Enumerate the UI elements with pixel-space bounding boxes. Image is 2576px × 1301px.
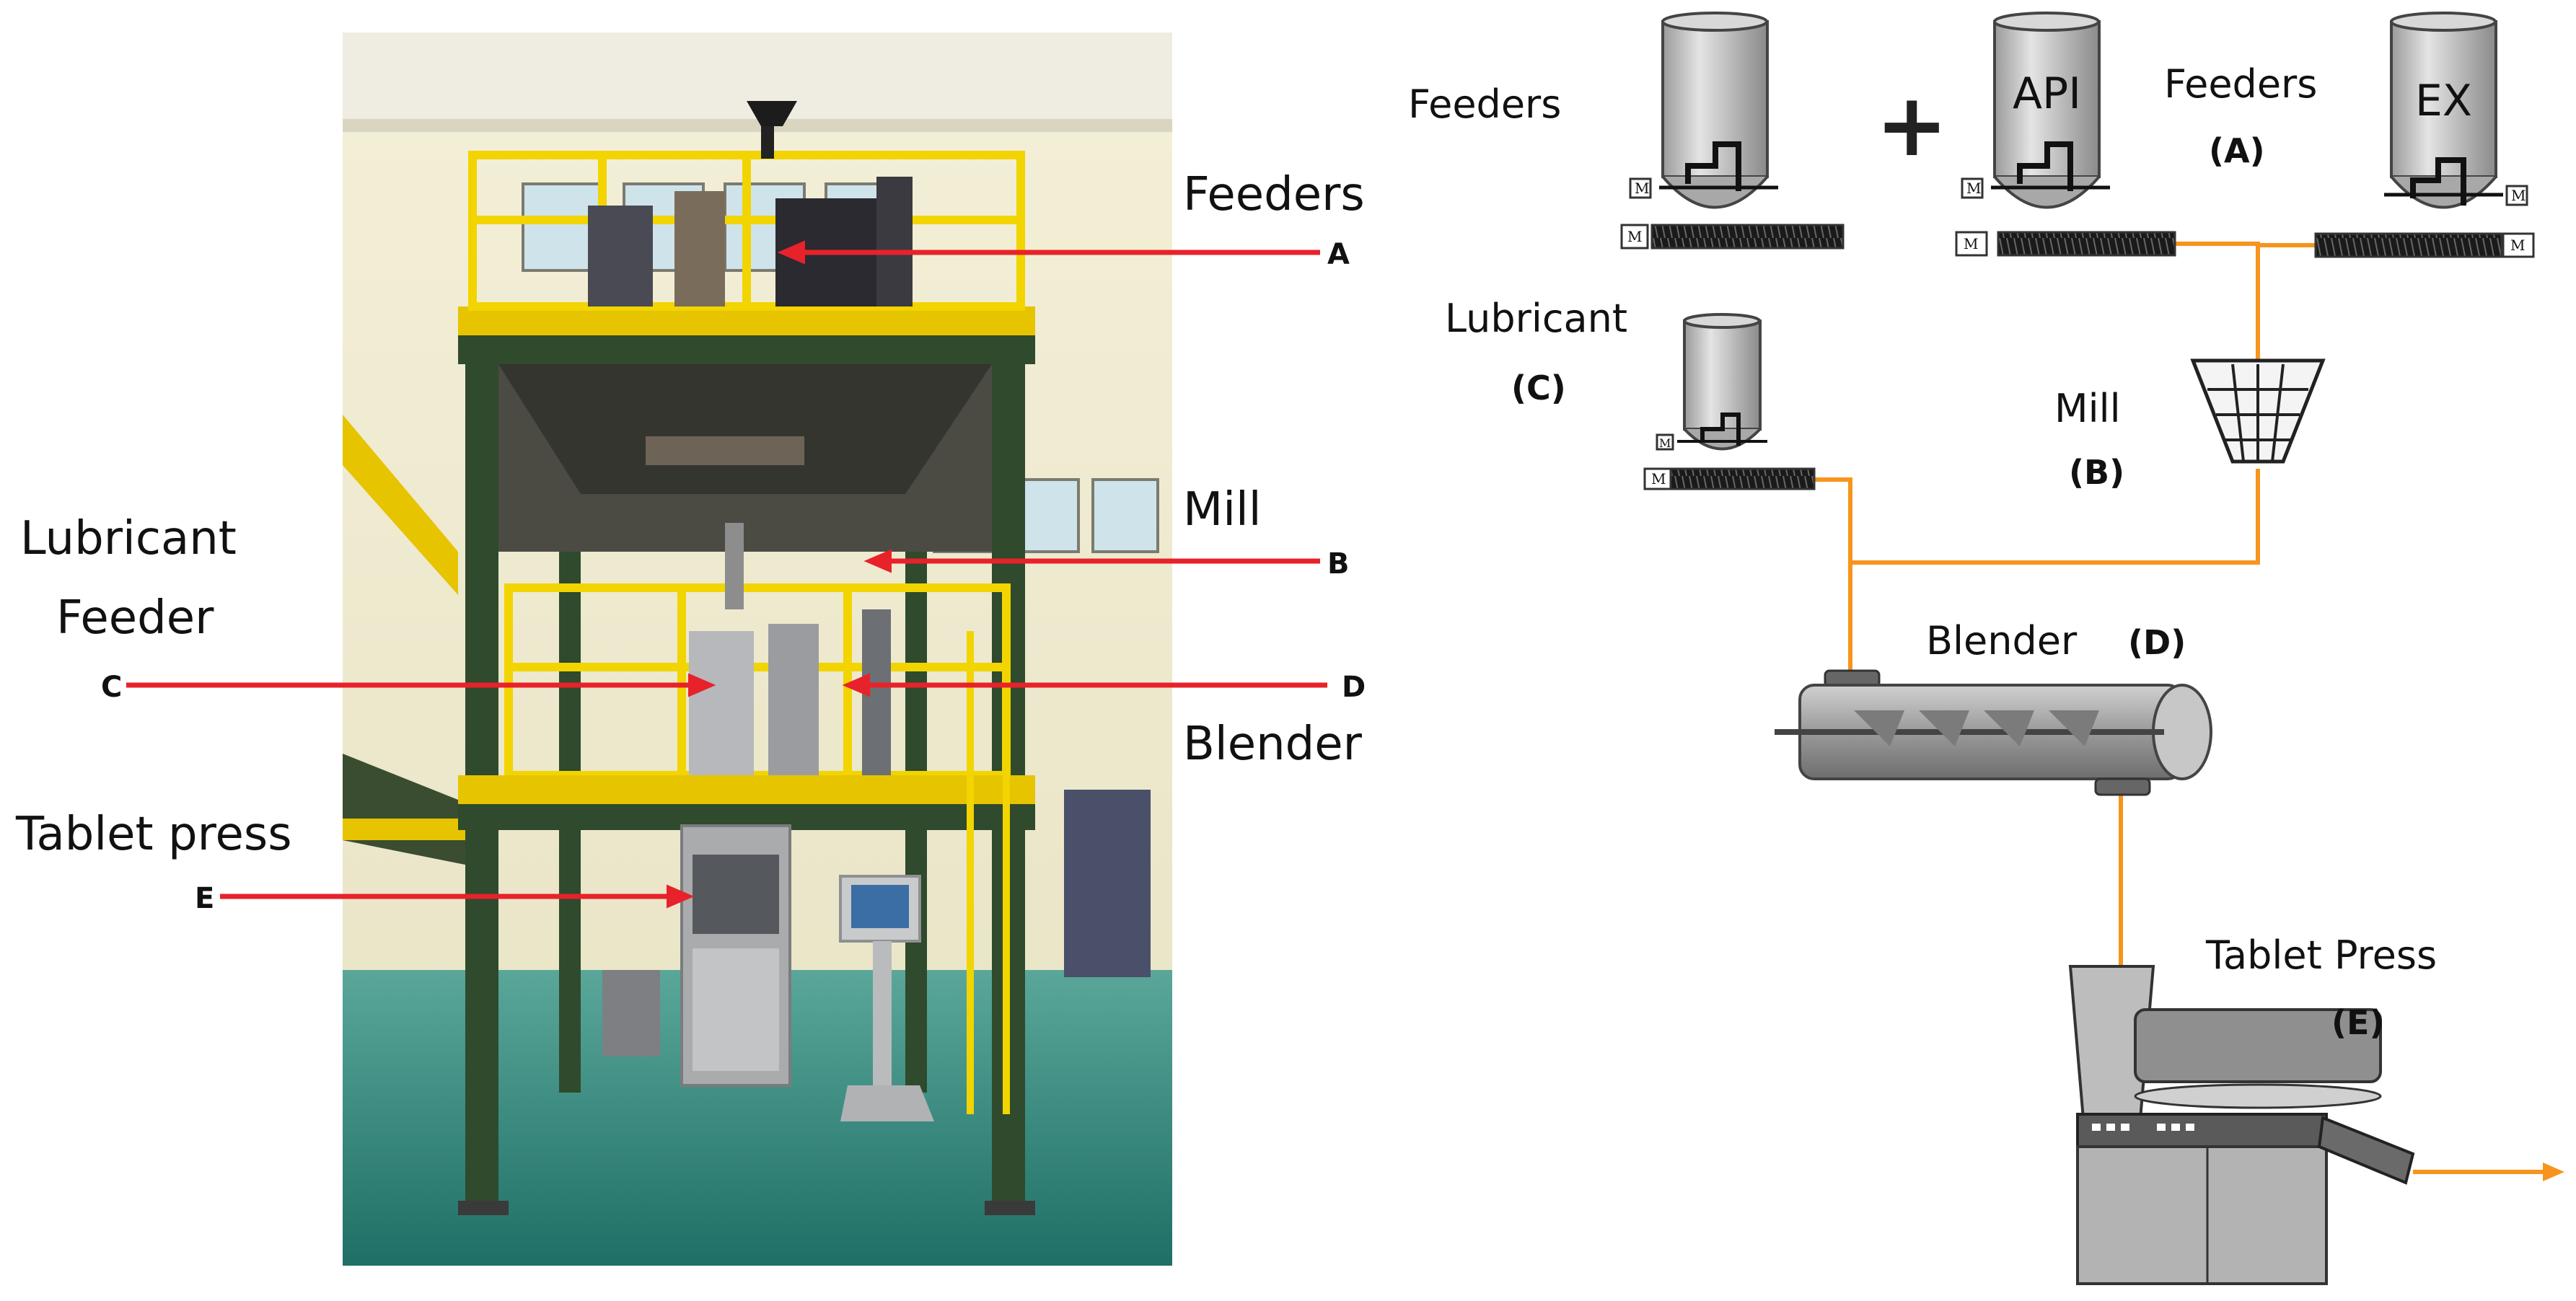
photo-label-tablet-press: Tablet press (16, 808, 292, 861)
motor-label-2: M (1627, 228, 1642, 245)
photo-label-lubricant-line2: Feeder (56, 591, 214, 645)
diagram-letter-a: (A) (2209, 131, 2265, 170)
photo-letter-a: A (1327, 238, 1350, 271)
frame (465, 321, 1025, 1208)
photo-label-blender: Blender (1183, 718, 1362, 771)
diagram-letter-c: (C) (1511, 369, 1566, 407)
photo-label-feeders: Feeders (1183, 168, 1365, 221)
feeder-left (1620, 12, 1845, 250)
photo-letter-c: C (101, 671, 123, 704)
top-deck (458, 306, 1035, 335)
diagram-label-feeders-right: Feeders (2164, 61, 2318, 107)
diagram-label-mill: Mill (2054, 386, 2121, 431)
photo-letter-e: E (195, 882, 215, 915)
diagram-label-api: API (2013, 69, 2081, 119)
diagram-letter-d: (D) (2128, 623, 2186, 662)
motor-label-3: M (1966, 180, 1981, 197)
diagram-label-lubricant: Lubricant (1445, 296, 1628, 341)
diagram-label-ex: EX (2415, 76, 2473, 126)
feeder-api (1955, 12, 2176, 257)
tablet-press-unit (2068, 965, 2415, 1285)
top-railing (468, 151, 1025, 311)
motor-label-1: M (1635, 180, 1649, 197)
photo-letter-d: D (1342, 671, 1366, 704)
diagram-label-tablet-press: Tablet Press (2206, 932, 2437, 978)
diagram-letter-b: (B) (2069, 453, 2125, 492)
photo-letter-b: B (1327, 547, 1350, 581)
flow-lines (1814, 242, 2546, 1174)
plus-sign: + (1876, 76, 1948, 176)
feeder-lubricant (1643, 313, 1816, 490)
feeder-ex (2314, 12, 2535, 258)
motor-label-4: M (1964, 235, 1978, 252)
blender-vessel (1775, 669, 2212, 796)
motor-label-8: M (1651, 470, 1666, 488)
motor-label-7: M (1659, 436, 1671, 450)
mill-cone (2190, 358, 2326, 464)
lab-cart (602, 970, 660, 1057)
diagram-label-feeders-left: Feeders (1408, 81, 1562, 127)
equipment-photo (343, 32, 1172, 1266)
middle-deck (458, 775, 1035, 804)
photo-label-lubricant-line1: Lubricant (20, 512, 237, 565)
diagram-label-blender: Blender (1926, 618, 2078, 663)
photo-label-mill: Mill (1183, 483, 1262, 537)
tablet-press-machine (680, 824, 791, 1087)
left-stairs (343, 415, 487, 869)
motor-label-6: M (2510, 237, 2525, 254)
motor-label-5: M (2511, 187, 2526, 204)
right-stairs (967, 631, 1010, 1114)
diagram-letter-e: (E) (2331, 1003, 2385, 1042)
output-arrowhead (2543, 1163, 2564, 1181)
middle-equipment (689, 523, 891, 775)
control-panel (839, 875, 934, 1121)
